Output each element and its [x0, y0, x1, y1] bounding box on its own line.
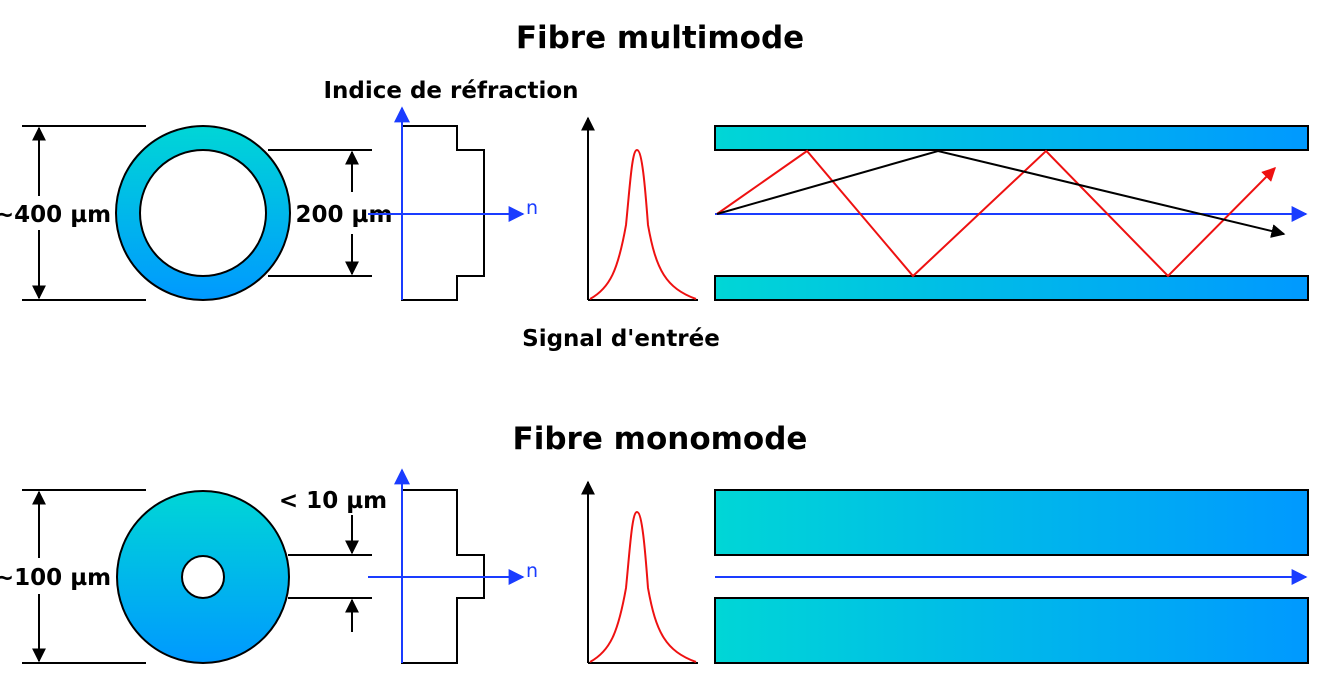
- monomode-core-diameter-label: < 10 µm: [279, 488, 387, 514]
- high-order-mode-ray: [716, 149, 1276, 278]
- input-signal-label: Signal d'entrée: [522, 326, 720, 352]
- monomode-section: Fibre monomode ~100 µm < 10 µm n: [0, 421, 1309, 664]
- monomode-index-profile: n: [368, 468, 538, 664]
- multimode-outer-diameter-label: ~400 µm: [0, 202, 111, 228]
- monomode-outer-diameter-label: ~100 µm: [0, 565, 111, 591]
- multimode-cross-section: [115, 125, 291, 301]
- refraction-index-label: Indice de réfraction: [323, 78, 578, 104]
- monomode-fibre-longitudinal: [714, 489, 1309, 664]
- monomode-cross-section: [116, 490, 290, 664]
- multimode-outer-dimension: ~400 µm: [0, 125, 146, 301]
- monomode-core-dimension: < 10 µm: [279, 488, 387, 632]
- multimode-n-axis-label: n: [526, 197, 538, 219]
- multimode-fibre-longitudinal: [714, 125, 1309, 301]
- multimode-input-signal: Signal d'entrée: [522, 116, 720, 352]
- multimode-index-profile: n: [368, 106, 538, 301]
- multimode-title: Fibre multimode: [516, 20, 804, 56]
- monomode-outer-dimension: ~100 µm: [0, 489, 146, 664]
- multimode-section: Fibre multimode Indice de réfraction ~40…: [0, 20, 1309, 352]
- monomode-n-axis-label: n: [526, 560, 538, 582]
- low-order-mode-ray: [716, 149, 1286, 238]
- monomode-title: Fibre monomode: [513, 421, 808, 457]
- monomode-input-signal: [581, 480, 698, 664]
